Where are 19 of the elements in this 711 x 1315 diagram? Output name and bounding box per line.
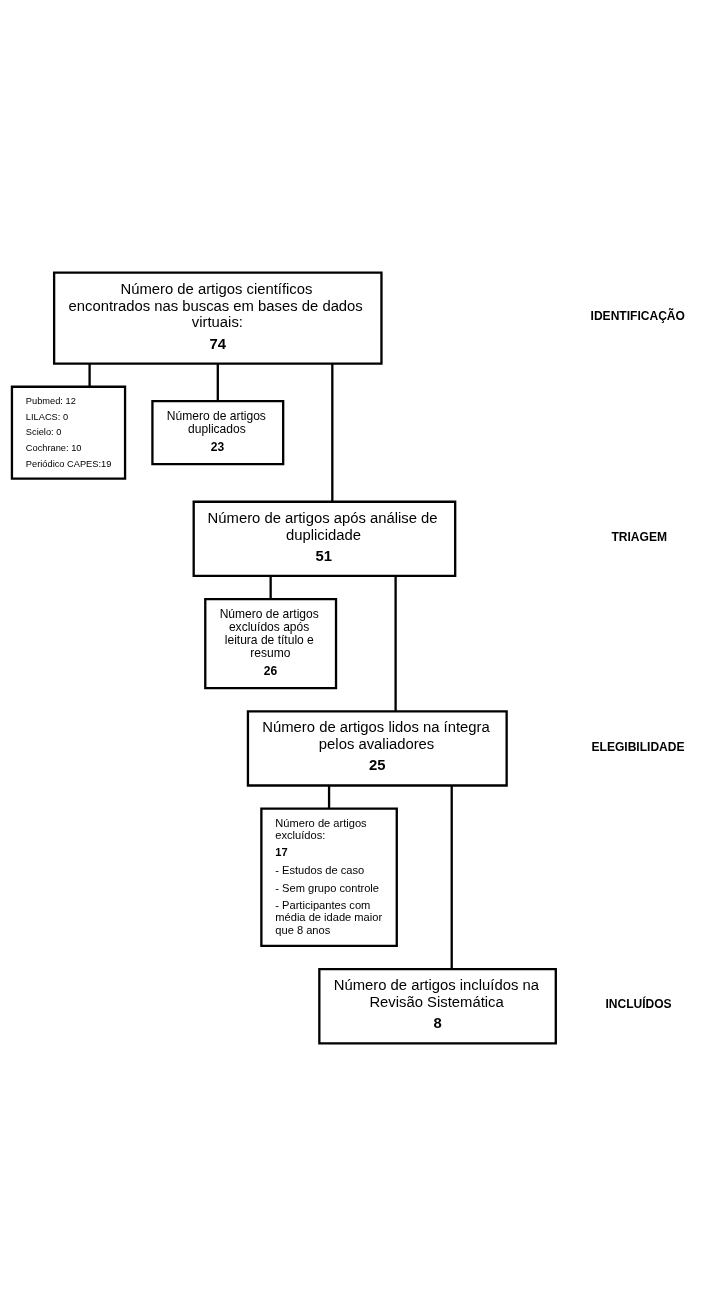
- label: TRIAGEM: [611, 529, 667, 544]
- label: ELEGIBILIDADE: [591, 739, 685, 754]
- connector: [88, 363, 91, 386]
- connector: [269, 575, 272, 599]
- connector: [394, 575, 397, 711]
- node-box: Número de artigos incluídos na Revisão Sistemática 8: [318, 967, 557, 1044]
- connector: [327, 785, 331, 809]
- connector: [450, 785, 453, 969]
- node-box: Número de artigos científicos encontrados nas buscas em bases de dados virtuais: 74: [52, 271, 383, 365]
- connector: [331, 363, 334, 501]
- label: IDENTIFICAÇÃO: [590, 308, 685, 323]
- label: INCLUÍDOS: [605, 996, 672, 1011]
- node-box: Número de artigos duplicados 23: [151, 399, 285, 465]
- node-box: Pubmed: 12 LILACS: 0 Scielo: 0 Cochrane: 10 Periódico CAPES:19: [10, 385, 127, 480]
- node-box: Número de artigos excluídos: 17 - Estudos de caso - Sem grupo controle - Participantes com média de idade maior que 8 anos: [260, 807, 398, 947]
- connector: [216, 363, 219, 401]
- node-box: Número de artigos após análise de duplicidade 51: [192, 500, 457, 577]
- node-box: Número de artigos excluídos após leitura de título e resumo 26: [204, 597, 338, 689]
- node-box: Número de artigos lidos na íntegra pelos avaliadores 25: [246, 709, 508, 787]
